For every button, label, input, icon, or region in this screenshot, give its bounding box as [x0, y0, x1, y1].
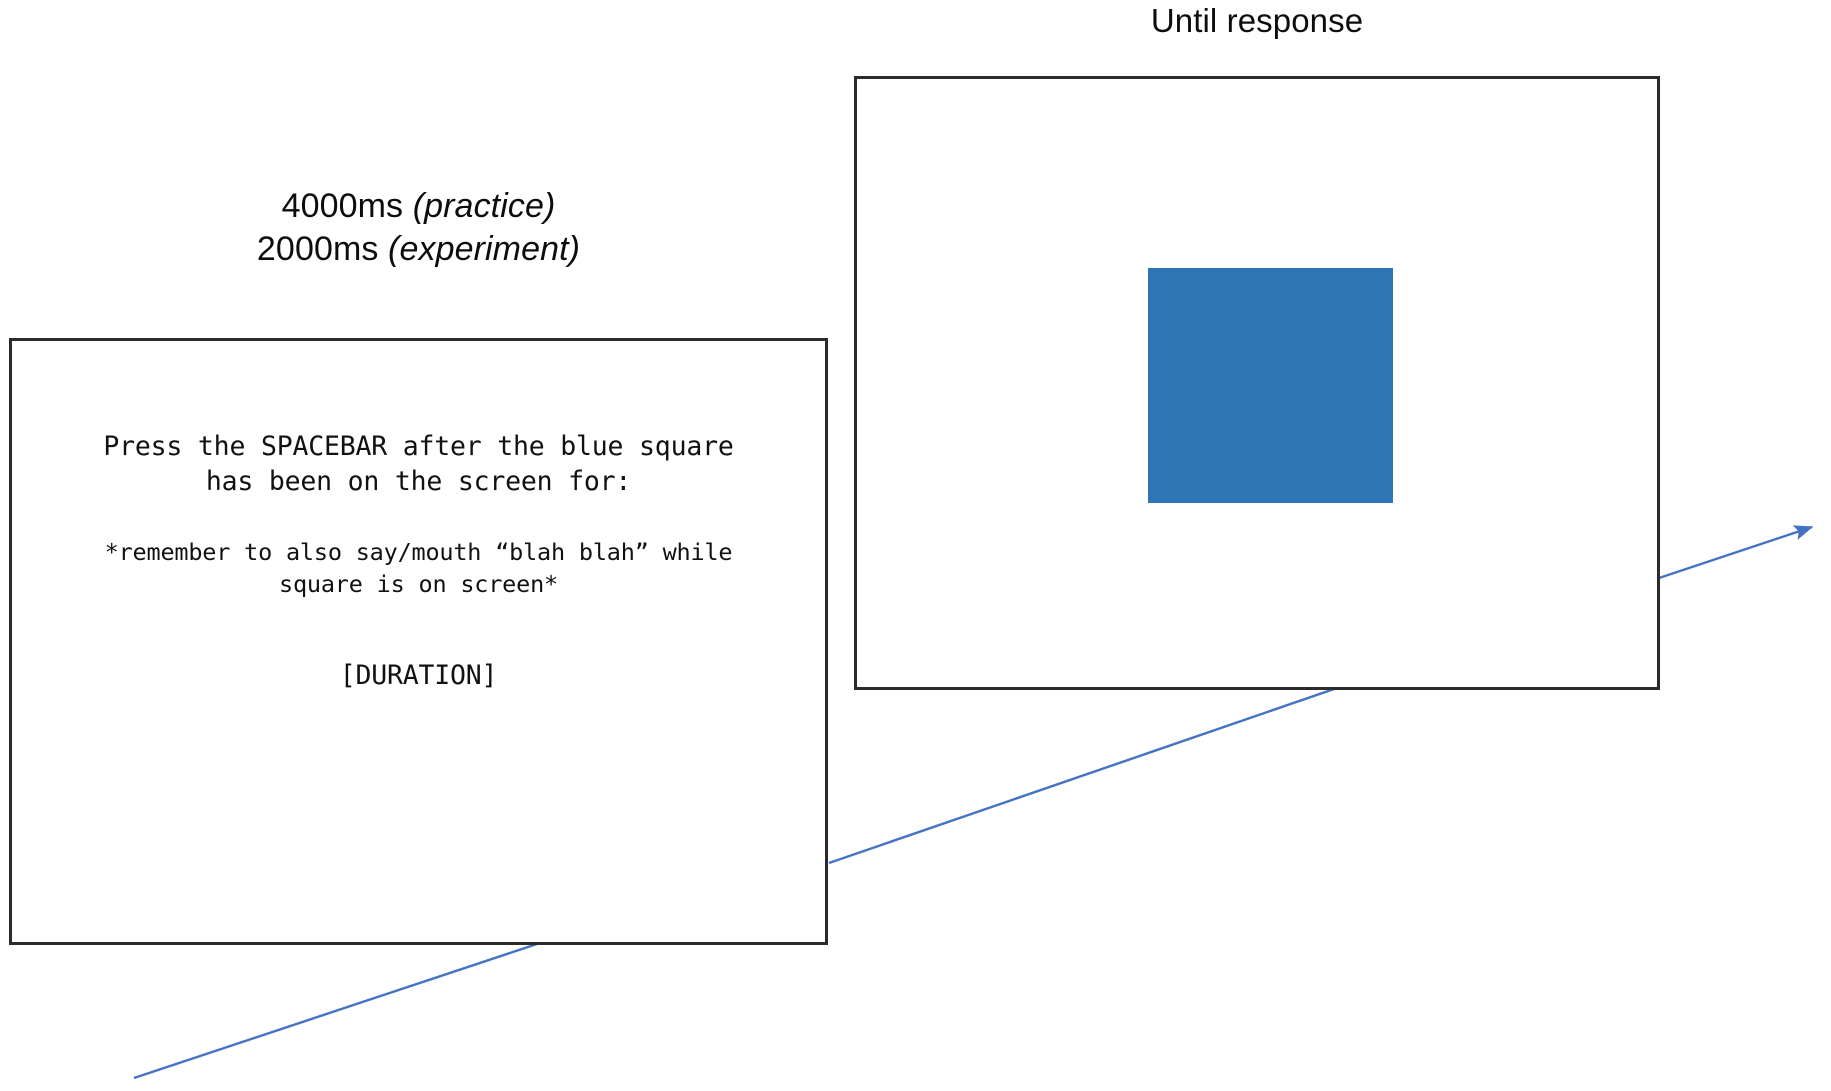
- instruction-note-paragraph: *remember to also say/mouth “blah blah” …: [12, 537, 825, 600]
- instruction-duration-caption: 4000ms (practice) 2000ms (experiment): [9, 185, 828, 271]
- experiment-duration-value: 2000ms: [256, 229, 379, 268]
- experiment-condition-label: (experiment): [388, 229, 581, 268]
- connector-incoming: [133, 942, 538, 1080]
- practice-condition-label: (practice): [412, 187, 556, 225]
- connector-outgoing-arrow: [1658, 525, 1814, 580]
- instruction-text-block: Press the SPACEBAR after the blue square…: [12, 429, 825, 693]
- duration-placeholder-text: [DURATION]: [339, 659, 498, 691]
- instruction-main-line-1: Press the SPACEBAR after the blue square: [103, 431, 734, 462]
- instruction-main-paragraph: Press the SPACEBAR after the blue square…: [12, 429, 825, 499]
- stimulus-until-response-caption: Until response: [1150, 2, 1364, 39]
- instruction-main-line-2: has been on the screen for:: [205, 466, 632, 498]
- connector-instruction-to-stimulus: [828, 686, 1338, 865]
- stimulus-screen-frame: [854, 76, 1660, 690]
- caption-practice-line: 4000ms (practice): [9, 185, 828, 228]
- blue-square-stimulus: [1148, 268, 1393, 503]
- instruction-note-line-1: *remember to also say/mouth “blah blah” …: [104, 538, 733, 567]
- instruction-duration-placeholder: [DURATION]: [12, 658, 825, 693]
- instruction-note-line-2: square is on screen*: [279, 569, 558, 598]
- practice-duration-value: 4000ms: [281, 187, 404, 225]
- caption-experiment-line: 2000ms (experiment): [9, 228, 828, 271]
- instruction-screen-frame: Press the SPACEBAR after the blue square…: [9, 338, 828, 945]
